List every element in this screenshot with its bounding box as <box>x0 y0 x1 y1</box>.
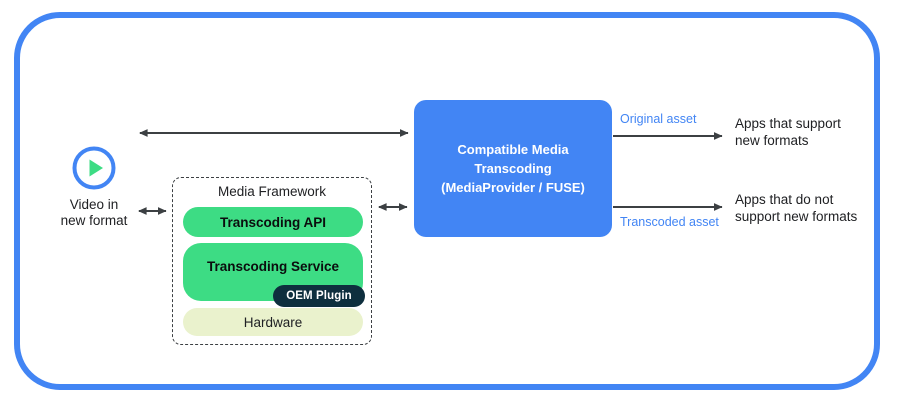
transcoding-service-label: Transcoding Service <box>206 258 340 274</box>
hardware-block[interactable]: Hardware <box>183 308 363 336</box>
original-asset-flow-label: Original asset <box>620 112 697 126</box>
compatible-media-transcoding-label: Compatible Media Transcoding (MediaProvi… <box>441 142 585 195</box>
apps-supporting-new-formats-label: Apps that support new formats <box>735 116 841 148</box>
compatible-media-transcoding-node[interactable]: Compatible Media Transcoding (MediaProvi… <box>414 100 612 237</box>
oem-plugin-label: OEM Plugin <box>286 290 352 302</box>
play-circle-icon <box>71 145 117 191</box>
transcoding-service-block[interactable]: Transcoding Service <box>183 243 363 301</box>
hardware-label: Hardware <box>243 314 303 330</box>
media-framework-title: Media Framework <box>217 184 327 199</box>
transcoding-api-block[interactable]: Transcoding API <box>183 207 363 237</box>
video-source-caption: Video in new format <box>60 197 128 228</box>
transcoded-asset-flow-label: Transcoded asset <box>620 215 719 229</box>
media-framework-group: Media Framework Transcoding API Transcod… <box>172 177 372 345</box>
video-source-node: Video in new format <box>44 145 144 229</box>
transcoding-api-label: Transcoding API <box>219 214 327 230</box>
apps-not-supporting-new-formats-label: Apps that do not support new formats <box>735 192 858 224</box>
oem-plugin-badge[interactable]: OEM Plugin <box>273 285 365 307</box>
